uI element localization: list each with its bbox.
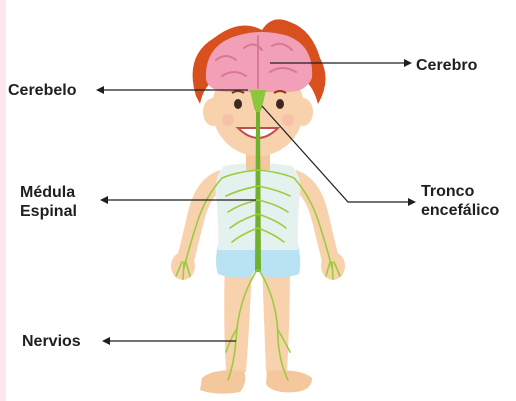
label-medula-line2: Espinal	[20, 202, 77, 221]
label-nervios: Nervios	[22, 332, 81, 351]
label-cerebro: Cerebro	[416, 56, 477, 75]
legs	[200, 262, 312, 394]
right-foot	[266, 370, 312, 392]
spinal-cord	[255, 112, 261, 272]
left-foot	[200, 370, 245, 393]
label-medula-line1: Médula	[20, 183, 77, 202]
label-medula-espinal: Médula Espinal	[20, 183, 77, 221]
label-tronco-line2: encefálico	[421, 201, 499, 220]
label-cerebelo: Cerebelo	[8, 81, 76, 100]
label-tronco-line1: Tronco	[421, 182, 499, 201]
label-tronco-encefalico: Tronco encefálico	[421, 182, 499, 220]
